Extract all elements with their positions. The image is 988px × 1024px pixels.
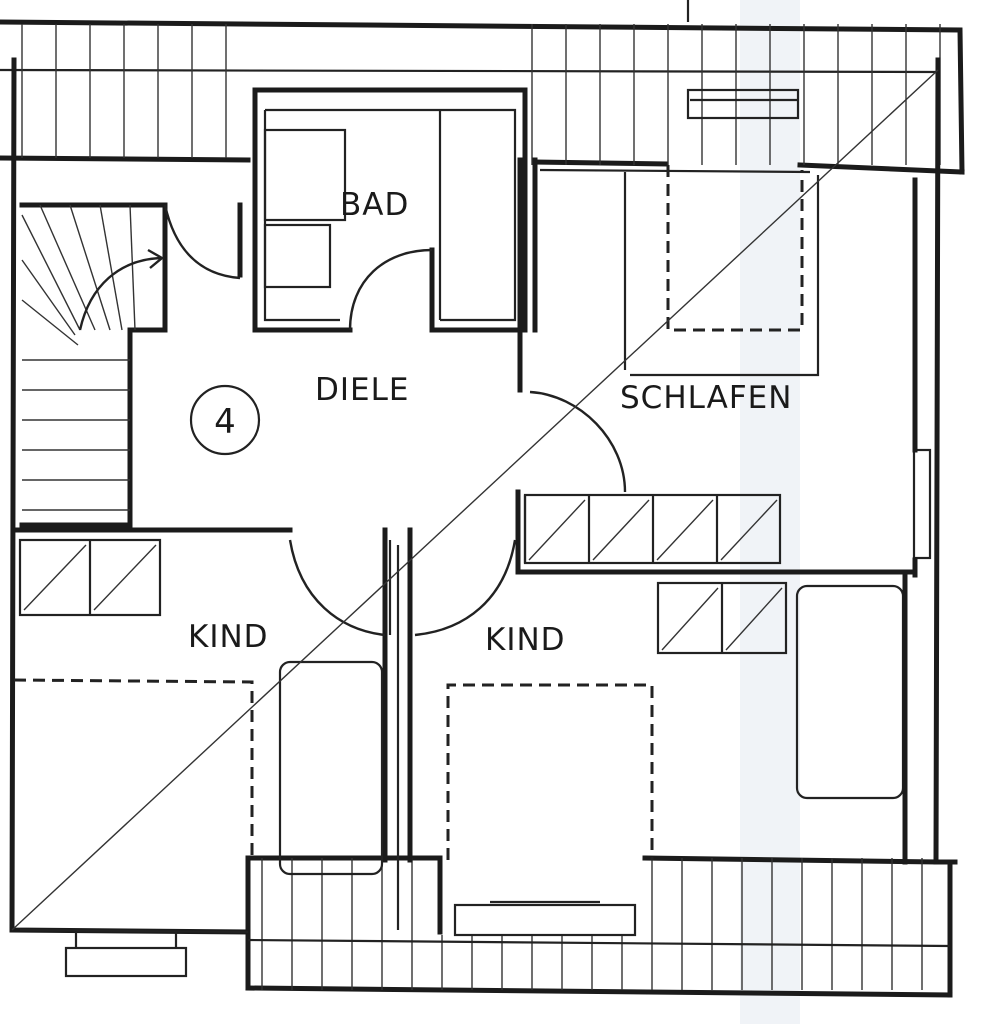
window-top-right [686,88,800,120]
floor-number: 4 [214,402,236,442]
bed-kind-right [446,683,654,860]
window-bottom-left [64,932,188,978]
interior-walls [11,527,517,930]
door-schlafen [529,390,627,493]
railing-rail [247,938,951,948]
wardrobe-hatch [93,544,157,611]
room-bad [237,87,528,333]
stair-step [69,204,111,331]
wardrobe-hatch [528,499,586,561]
wardrobe-hatch [592,499,650,561]
wardrobe-kind-left [18,538,162,617]
floor-number-circle [189,384,261,456]
sink [263,223,332,289]
stair-step [21,214,81,331]
window-bottom-middle [453,900,637,937]
stair-step [21,299,79,346]
wardrobe-hatch [656,499,714,561]
wardrobe-hatch [23,544,87,611]
staircase [19,202,168,528]
door-kind-left [288,539,386,637]
label-diele: DIELE [315,372,409,408]
bed-schlafen [666,165,804,332]
label-schlafen: SCHLAFEN [620,380,792,416]
stair-step [129,204,136,331]
bed-kind-left [13,678,254,858]
desk-kind-left [278,660,384,876]
window-right-side [912,448,932,560]
stair-step [21,259,76,336]
door-bad [348,248,433,331]
door-diele-stair [163,204,241,280]
desk-kind-right [795,584,905,800]
wardrobe-hatch [720,499,778,561]
label-kind-left: KIND [188,619,269,655]
top-balcony-railing [0,0,965,175]
wardrobe-hatch [661,587,719,651]
bathtub [263,128,347,222]
room-schlafen [517,157,918,578]
bottom-balcony-railing [247,858,951,990]
stair-step [99,204,123,331]
door-kind-right [414,539,517,637]
label-kind-right: KIND [485,622,566,658]
wardrobe-kind-right [656,581,788,655]
wardrobe-hatch [725,587,783,651]
wardrobe-schlafen [515,489,915,575]
diagonal-section-line [11,69,939,931]
label-bad: BAD [340,187,409,223]
